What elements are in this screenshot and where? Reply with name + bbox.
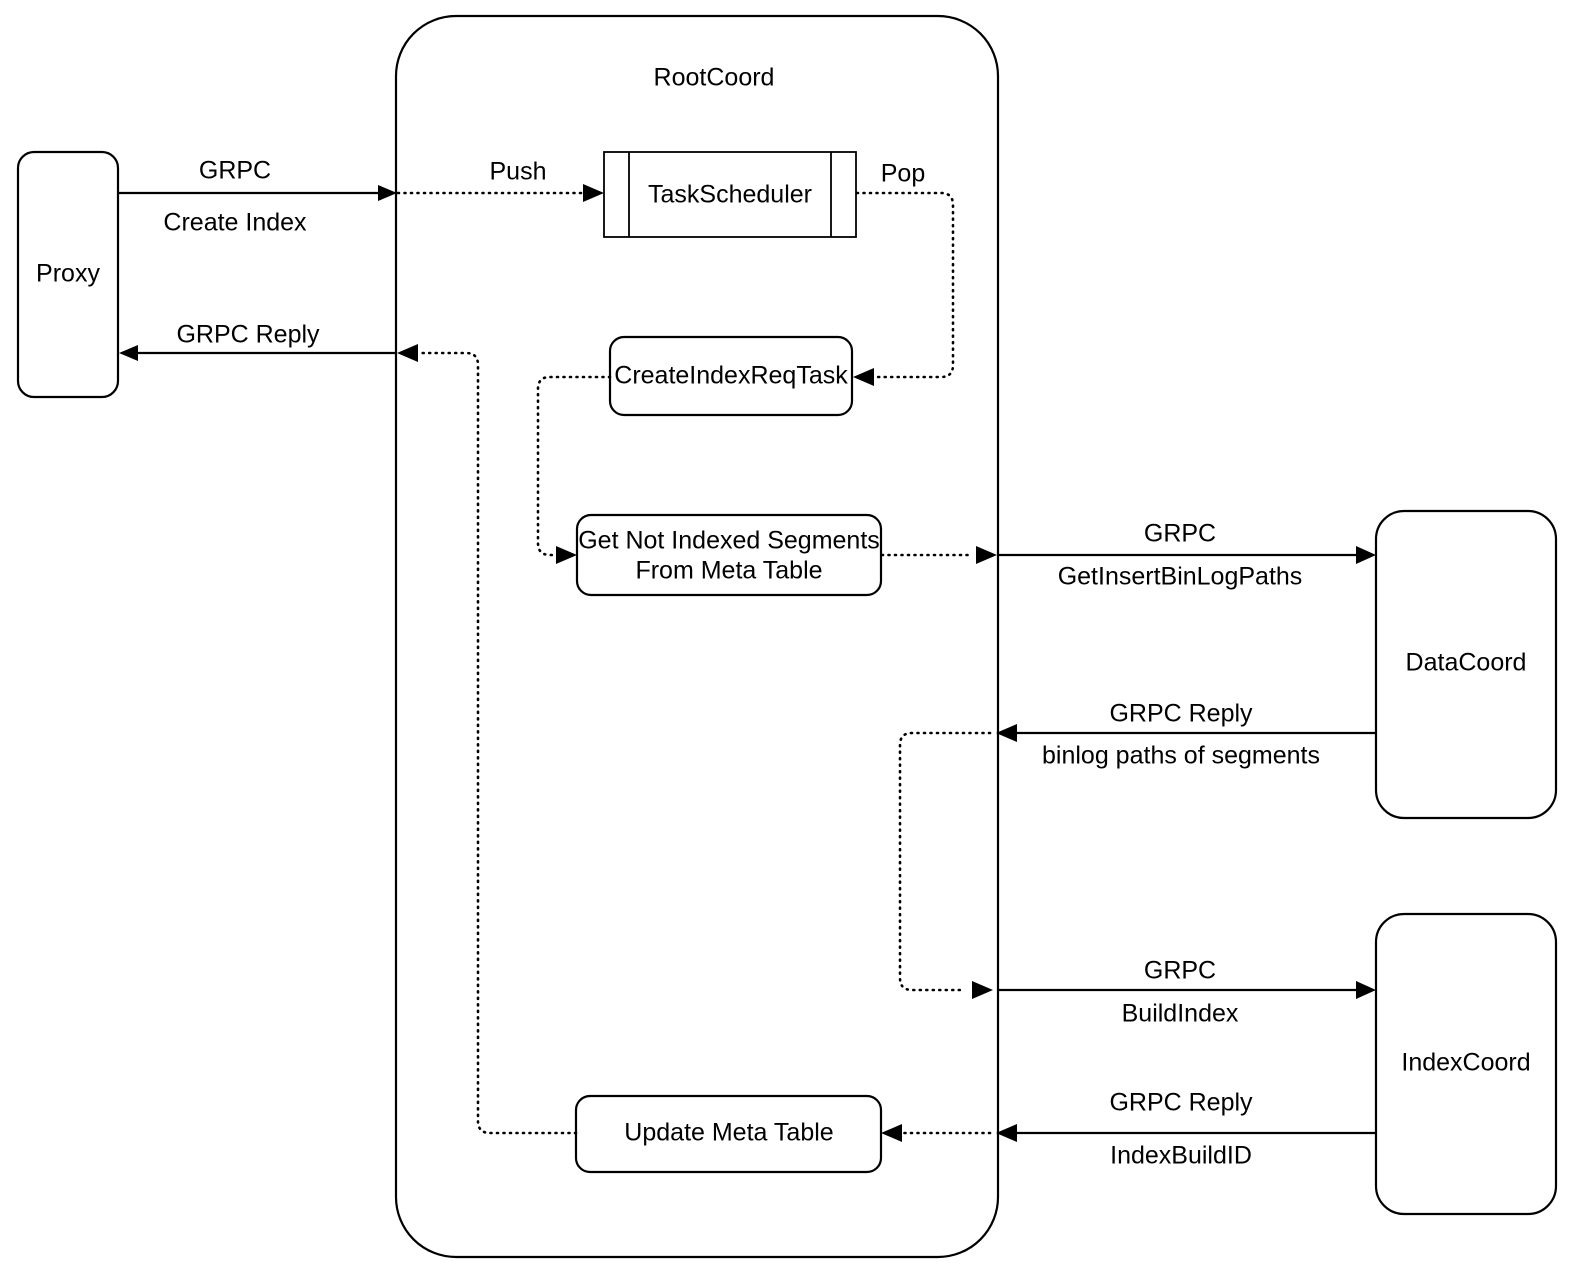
datacoord-reply-label-line1: GRPC Reply bbox=[1109, 700, 1253, 728]
update-meta-to-proxy-reply-path bbox=[416, 351, 578, 1135]
pop-from-scheduler-path bbox=[855, 191, 955, 379]
proxy-to-rootcoord-label-line2: Create Index bbox=[163, 209, 307, 237]
task-scheduler-box[interactable] bbox=[603, 151, 857, 238]
edge-pop-from-scheduler: Pop bbox=[853, 160, 955, 386]
create-index-req-task-label: CreateIndexReqTask bbox=[614, 362, 848, 390]
edge-get-segments-to-boundary bbox=[880, 546, 997, 564]
rootcoord-to-proxy-label: GRPC Reply bbox=[176, 321, 320, 349]
get-segments-to-boundary-arrowhead bbox=[976, 546, 997, 564]
indexcoord-reply-label-line2: IndexBuildID bbox=[1110, 1142, 1252, 1170]
indexcoord-reply-to-update-meta-arrowhead bbox=[881, 1124, 902, 1142]
task-to-get-segments-arrowhead bbox=[556, 546, 577, 564]
proxy-to-rootcoord-arrowhead bbox=[378, 185, 397, 201]
indexcoord-request-label-line2: BuildIndex bbox=[1122, 1000, 1239, 1028]
edge-binlog-to-buildindex bbox=[898, 731, 993, 999]
container-rootcoord: RootCoord bbox=[394, 14, 1000, 1259]
proxy-box[interactable] bbox=[16, 150, 120, 399]
indexcoord-label: IndexCoord bbox=[1401, 1049, 1530, 1077]
update-meta-table-label: Update Meta Table bbox=[624, 1119, 833, 1147]
proxy-to-rootcoord-label-line1: GRPC bbox=[199, 157, 271, 185]
edge-update-meta-to-proxy-reply bbox=[397, 344, 578, 1135]
node-create-index-req-task[interactable]: CreateIndexReqTask bbox=[608, 335, 854, 417]
rootcoord-boundary bbox=[394, 14, 1000, 1259]
pop-from-scheduler-arrowhead bbox=[853, 368, 874, 386]
edge-datacoord-reply: GRPC Reply binlog paths of segments bbox=[996, 700, 1376, 770]
datacoord-box[interactable] bbox=[1374, 509, 1558, 820]
update-meta-to-proxy-reply-arrowhead bbox=[397, 344, 418, 362]
datacoord-reply-arrowhead bbox=[996, 724, 1017, 742]
node-update-meta-table[interactable]: Update Meta Table bbox=[574, 1094, 883, 1174]
datacoord-label: DataCoord bbox=[1406, 649, 1527, 677]
rootcoord-label: RootCoord bbox=[654, 64, 775, 92]
rootcoord-to-indexcoord-arrowhead bbox=[1356, 981, 1376, 999]
edge-rootcoord-to-proxy: GRPC Reply bbox=[119, 321, 396, 361]
binlog-to-buildindex-path bbox=[898, 731, 992, 992]
get-segments-to-datacoord-arrowhead bbox=[1356, 546, 1376, 564]
datacoord-request-label-line2: GetInsertBinLogPaths bbox=[1058, 563, 1303, 591]
edge-proxy-to-rootcoord: GRPC Create Index bbox=[118, 157, 397, 237]
push-to-scheduler-arrowhead bbox=[583, 184, 604, 202]
edge-rootcoord-to-indexcoord: GRPC BuildIndex bbox=[998, 957, 1376, 1028]
edge-indexcoord-reply: GRPC Reply IndexBuildID bbox=[996, 1089, 1376, 1170]
task-scheduler-label: TaskScheduler bbox=[648, 181, 812, 209]
push-label: Push bbox=[490, 158, 547, 186]
indexcoord-reply-label-line1: GRPC Reply bbox=[1109, 1089, 1253, 1117]
rootcoord-to-proxy-arrowhead bbox=[119, 345, 138, 361]
get-not-indexed-segments-label-line2: From Meta Table bbox=[635, 557, 822, 585]
node-proxy[interactable]: Proxy bbox=[16, 150, 120, 399]
proxy-label: Proxy bbox=[36, 260, 100, 288]
edge-get-segments-to-datacoord: GRPC GetInsertBinLogPaths bbox=[998, 520, 1376, 591]
node-task-scheduler[interactable]: TaskScheduler bbox=[603, 151, 857, 238]
datacoord-request-label-line1: GRPC bbox=[1144, 520, 1216, 548]
node-datacoord[interactable]: DataCoord bbox=[1374, 509, 1558, 820]
binlog-to-buildindex-arrowhead bbox=[972, 981, 993, 999]
pop-label: Pop bbox=[881, 160, 925, 188]
edge-indexcoord-reply-to-update-meta bbox=[881, 1124, 992, 1142]
node-indexcoord[interactable]: IndexCoord bbox=[1374, 912, 1558, 1216]
indexcoord-box[interactable] bbox=[1374, 912, 1558, 1216]
get-not-indexed-segments-label-line1: Get Not Indexed Segments bbox=[578, 527, 880, 555]
edge-push-to-scheduler: Push bbox=[396, 158, 604, 202]
node-get-not-indexed-segments[interactable]: Get Not Indexed Segments From Meta Table bbox=[575, 513, 883, 597]
task-to-get-segments-path bbox=[536, 375, 612, 557]
indexcoord-reply-arrowhead bbox=[996, 1124, 1017, 1142]
edge-task-to-get-segments bbox=[536, 375, 612, 564]
indexcoord-request-label-line1: GRPC bbox=[1144, 957, 1216, 985]
datacoord-reply-label-line2: binlog paths of segments bbox=[1042, 742, 1320, 770]
